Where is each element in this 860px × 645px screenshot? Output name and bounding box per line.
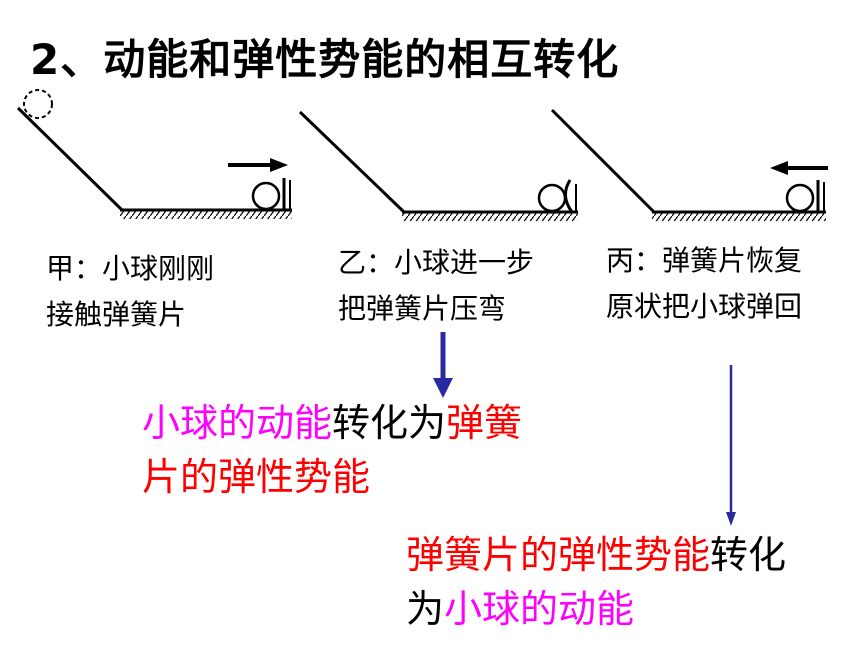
panel-a-ramp xyxy=(16,89,292,219)
caption-b-line1: 乙：小球进一步 xyxy=(338,246,535,279)
caption-c: 丙：弹簧片恢复 原状把小球弹回 xyxy=(606,238,802,330)
ball-a xyxy=(251,181,281,211)
statement2-part1: 弹簧片的弹性势能 xyxy=(406,533,711,577)
statement1-part3: 弹簧 xyxy=(446,401,523,445)
statement2-part4: 小球的动能 xyxy=(444,587,635,631)
statement1-part4: 片的弹性势能 xyxy=(142,455,371,499)
caption-a-line1: 甲：小球刚刚 xyxy=(46,252,215,285)
spring-plate-b-bent xyxy=(564,179,574,213)
arrow-right-head xyxy=(270,158,288,172)
caption-c-line2: 原状把小球弹回 xyxy=(606,290,803,323)
statement1-part1: 小球的动能 xyxy=(142,401,333,445)
panel-b-ramp xyxy=(298,110,578,221)
statement-kinetic-to-elastic: 小球的动能转化为弹簧 片的弹性势能 xyxy=(142,396,522,504)
down-arrow-c xyxy=(726,365,736,526)
ball-dashed-start xyxy=(23,89,53,119)
ball-b xyxy=(537,183,567,213)
statement2-part2: 转化 xyxy=(710,533,787,577)
caption-c-line1: 丙：弹簧片恢复 xyxy=(606,244,803,277)
statement2-part3: 为 xyxy=(406,587,445,631)
caption-b-line2: 把弹簧片压弯 xyxy=(338,292,507,325)
page-title: 2、动能和弹性势能的相互转化 xyxy=(30,35,620,84)
statement1-part2: 转化为 xyxy=(332,401,447,445)
caption-b: 乙：小球进一步 把弹簧片压弯 xyxy=(338,240,534,332)
panel-c-ramp xyxy=(550,108,828,221)
ball-c xyxy=(785,183,815,213)
arrow-left-head xyxy=(770,161,788,175)
statement-elastic-to-kinetic: 弹簧片的弹性势能转化 为小球的动能 xyxy=(406,528,786,636)
down-arrow-b xyxy=(433,332,453,398)
caption-a-line2: 接触弹簧片 xyxy=(46,298,187,331)
caption-a: 甲：小球刚刚 接触弹簧片 xyxy=(46,246,214,338)
